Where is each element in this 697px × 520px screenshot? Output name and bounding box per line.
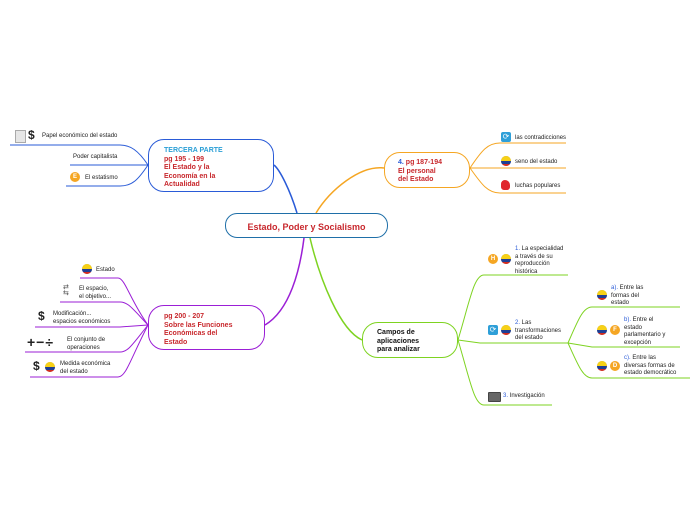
topic-line: Estado — [164, 338, 188, 346]
topic-campos-de-aplicaciones[interactable]: Campos de aplicaciones para analizar — [362, 322, 458, 358]
central-topic-title: Estado, Poder y Socialismo — [247, 222, 366, 232]
boxing-glove-icon — [501, 180, 510, 190]
subtopic-estado-democratico[interactable]: c). Entre las diversas formas de estado … — [624, 355, 676, 378]
topic-personal-del-estado[interactable]: 4. pg 187-194 El personal del Estado — [384, 152, 470, 188]
topic-number: 4. — [398, 159, 406, 166]
subtopic-estatismo[interactable]: El estatismo — [85, 175, 118, 181]
dollar-icon: $ — [38, 309, 45, 323]
letter-f-icon: F — [610, 325, 620, 335]
topic-line: El Estado y la — [164, 164, 210, 171]
topic-line: TERCERA PARTE — [164, 147, 223, 154]
item-number: c). — [624, 355, 631, 361]
colombia-flag-icon — [597, 290, 607, 300]
colombia-flag-icon — [45, 362, 55, 372]
subtopic-especialidad[interactable]: 1. La especialidad a través de su reprod… — [515, 246, 563, 276]
topic-tercera-parte[interactable]: TERCERA PARTE pg 195 - 199 El Estado y l… — [148, 139, 274, 192]
topic-line: aplicaciones — [377, 337, 420, 345]
text-line: excepción — [624, 339, 652, 346]
text-line: del estado — [515, 335, 543, 341]
item-number: 1. — [515, 246, 521, 252]
text-line: parlamentario y — [624, 332, 666, 338]
text-line: El espacio, — [79, 286, 109, 292]
text-line: Entre las — [630, 355, 657, 361]
letter-h-icon: H — [488, 254, 498, 264]
subtopic-estado-parlamentario[interactable]: b). Entre el estado parlamentario y exce… — [624, 317, 665, 347]
text-line: estado — [624, 324, 643, 331]
sync-icon: ⟳ — [501, 132, 511, 142]
topic-line: pg 187-194 — [405, 159, 442, 166]
text-line: estado — [611, 300, 630, 306]
topic-line: del Estado — [398, 176, 434, 183]
text-line: transformaciones — [515, 327, 562, 334]
text-line: Entre el — [631, 317, 654, 323]
colombia-flag-icon — [501, 325, 511, 335]
item-number: 2. — [515, 320, 521, 326]
topic-line: Sobre las Funciones — [164, 321, 233, 329]
item-number: b). — [624, 317, 632, 323]
colombia-flag-icon — [597, 325, 607, 335]
subtopic-poder-capitalista[interactable]: Poder capitalista — [73, 154, 118, 160]
sync-icon: ⟳ — [488, 325, 498, 335]
topic-line: El personal — [398, 167, 436, 175]
text-line: espacios económicos — [53, 318, 111, 325]
text-line: Investigación — [508, 393, 545, 399]
text-line: a través de su — [515, 253, 553, 260]
text-line: formas del — [611, 292, 640, 299]
colombia-flag-icon — [501, 156, 511, 166]
text-line: La especialidad — [520, 246, 564, 252]
math-operations-icon: +−÷ — [27, 334, 55, 350]
computer-icon — [488, 392, 501, 402]
subtopic-formas-del-estado[interactable]: a). Entre las formas del estado — [611, 285, 643, 308]
text-line: operaciones — [67, 344, 100, 351]
subtopic-estado[interactable]: Estado — [96, 267, 115, 273]
text-line: Medida económica — [60, 361, 111, 367]
topic-line: Campos de — [377, 329, 415, 336]
colombia-flag-icon — [597, 361, 607, 371]
letter-e-icon: E — [70, 172, 80, 182]
subtopic-contradicciones[interactable]: las contradicciones — [515, 135, 567, 141]
subtopic-papel-economico[interactable]: Papel económico del estado — [42, 133, 118, 139]
topic-line: pg 200 - 207 — [164, 313, 205, 320]
subtopic-luchas-populares[interactable]: luchas populares — [515, 183, 561, 189]
subtopic-conjunto-operaciones[interactable]: El conjunto de operaciones — [67, 337, 105, 352]
central-topic[interactable]: Estado, Poder y Socialismo — [225, 213, 388, 238]
text-line: el objetivo... — [79, 293, 112, 300]
subtopic-investigacion[interactable]: 3. Investigación — [503, 393, 545, 401]
dollar-icon: $ — [28, 128, 35, 142]
text-line: histórica — [515, 268, 538, 275]
text-line: Entre las — [618, 285, 644, 291]
topic-line: Actualidad — [164, 181, 200, 188]
topic-line: para analizar — [377, 346, 420, 353]
text-line: reproducción — [515, 261, 550, 267]
text-line: Modificación... — [53, 311, 92, 317]
text-line: del estado — [60, 368, 88, 375]
text-line: diversas formas de — [624, 362, 675, 369]
dollar-icon: $ — [33, 359, 40, 373]
subtopic-medida-economica[interactable]: Medida económica del estado — [60, 361, 110, 376]
subtopic-seno-del-estado[interactable]: seno del estado — [515, 159, 558, 165]
colombia-flag-icon — [501, 254, 511, 264]
text-line: Las — [520, 320, 532, 326]
colombia-flag-icon — [82, 264, 92, 274]
item-number: 3. — [503, 393, 509, 399]
text-line: El conjunto de — [67, 337, 106, 343]
document-icon — [15, 130, 26, 143]
subtopic-espacio-objetivo[interactable]: El espacio, el objetivo... — [79, 286, 111, 301]
arrows-icon: ⇄⇆ — [63, 284, 69, 297]
topic-line: Económicas del — [164, 330, 218, 337]
subtopic-modificacion[interactable]: Modificación... espacios económicos — [53, 311, 110, 326]
text-line: estado democrático — [624, 370, 677, 376]
topic-line: pg 195 - 199 — [164, 155, 205, 163]
subtopic-transformaciones[interactable]: 2. Las transformaciones del estado — [515, 320, 561, 343]
letter-d-icon: D — [610, 361, 620, 371]
topic-line: Economía en la — [164, 172, 216, 180]
topic-funciones-economicas[interactable]: pg 200 - 207 Sobre las Funciones Económi… — [148, 305, 265, 350]
item-number: a). — [611, 285, 619, 291]
